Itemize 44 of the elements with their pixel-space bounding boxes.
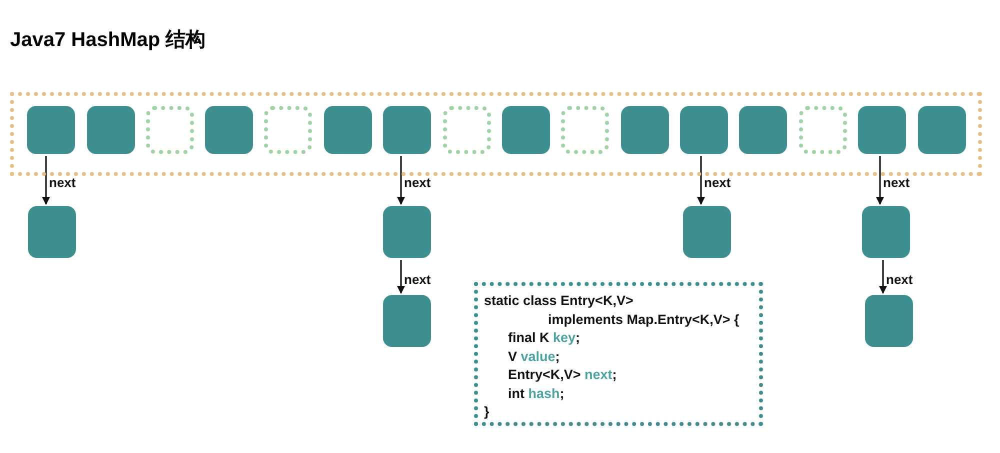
entry-box (621, 106, 669, 154)
entry-box (383, 106, 431, 154)
entry-box (739, 106, 787, 154)
entry-box (383, 295, 431, 347)
entry-box (28, 206, 76, 258)
arrow (697, 156, 705, 205)
entry-box (865, 295, 913, 347)
title: Java7 HashMap 结构 (10, 28, 206, 53)
entry-box (87, 106, 135, 154)
entry-box (680, 106, 728, 154)
entry-box (858, 106, 906, 154)
edge-label: next (49, 175, 76, 190)
empty-slot (443, 106, 491, 154)
edge-label: next (704, 175, 731, 190)
empty-slot (799, 106, 847, 154)
code-line: implements Map.Entry<K,V> { (547, 310, 740, 329)
entry-box (324, 106, 372, 154)
entry-box (862, 206, 910, 258)
empty-slot (264, 106, 312, 154)
entry-box (383, 206, 431, 258)
entry-box (683, 206, 731, 258)
code-line: static class Entry<K,V> (484, 292, 634, 310)
code-line: final K key; (507, 329, 580, 347)
code-line: Entry<K,V> next; (507, 366, 617, 384)
edge-label: next (883, 175, 910, 190)
arrow (397, 156, 405, 205)
code-line: int hash; (507, 384, 564, 402)
arrow (42, 156, 50, 205)
entry-box (205, 106, 253, 154)
arrow (879, 260, 887, 294)
edge-label: next (886, 272, 913, 286)
empty-slot (561, 106, 609, 154)
code-line: } (484, 403, 490, 421)
entry-box (502, 106, 550, 154)
arrow (397, 260, 405, 294)
edge-label: next (404, 175, 431, 190)
edge-label: next (404, 272, 431, 286)
entry-box (918, 106, 966, 154)
array-band (10, 92, 982, 176)
arrow (876, 156, 884, 205)
entry-box (27, 106, 75, 154)
empty-slot (146, 106, 194, 154)
code-line: V value; (507, 348, 560, 366)
code-box (474, 282, 763, 426)
